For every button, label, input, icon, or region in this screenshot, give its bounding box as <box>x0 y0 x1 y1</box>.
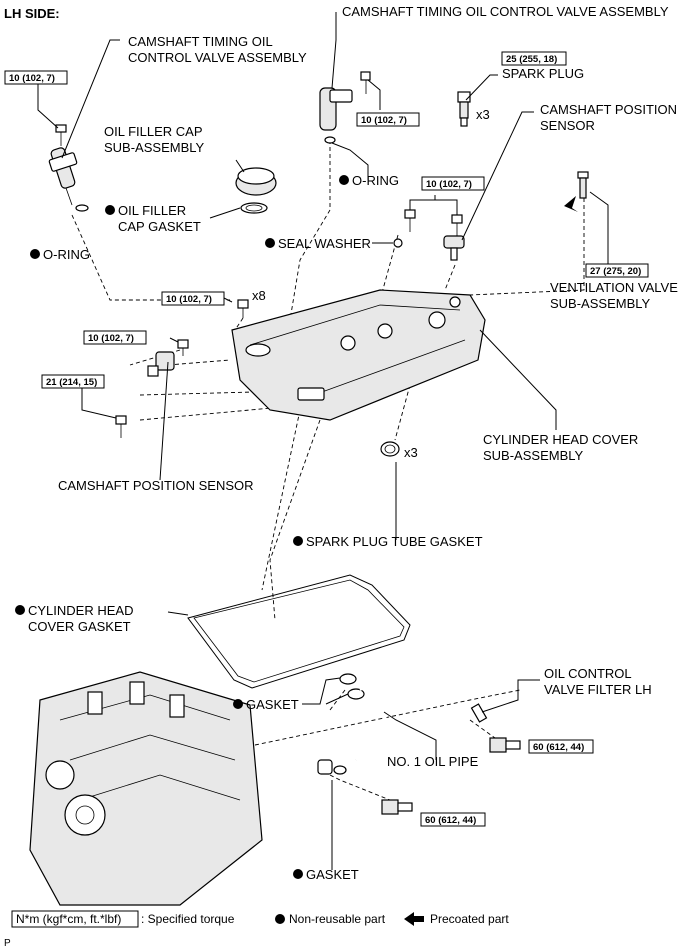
legend-nonreusable-dot <box>275 914 285 924</box>
nonreusable-dot-gasket-bottom <box>293 869 303 879</box>
ocv-left-part <box>48 147 89 212</box>
label-ocv-filter-1: OIL CONTROL <box>544 666 632 681</box>
legend: N*m (kgf*cm, ft.*lbf) : Specified torque… <box>11 910 509 928</box>
svg-text:60 (612, 44): 60 (612, 44) <box>425 815 476 826</box>
qty-spark-plug: x3 <box>476 107 490 122</box>
cover-gasket-part <box>187 574 411 689</box>
label-filler-gasket-1: OIL FILLER <box>118 203 186 218</box>
oil-pipe-part <box>355 685 390 761</box>
label-gasket-bottom: GASKET <box>306 867 359 882</box>
legend-precoated-text: Precoated part <box>430 912 509 926</box>
label-cover-gasket-2: COVER GASKET <box>28 619 131 634</box>
label-head-cover-2: SUB-ASSEMBLY <box>483 448 584 463</box>
torque-box-ocv-left: 10 (102, 7) <box>4 70 68 85</box>
torque-box-stud: 21 (214, 15) <box>41 374 105 389</box>
leader-lines <box>37 12 609 870</box>
cover-bolt-part <box>237 299 249 318</box>
bolt-ocv-left <box>55 124 67 146</box>
nonreusable-dot-gasket-mid <box>233 699 243 709</box>
legend-nonreusable-text: Non-reusable part <box>289 912 386 926</box>
label-ocv-right: CAMSHAFT TIMING OIL CONTROL VALVE ASSEMB… <box>342 4 669 19</box>
label-oil-pipe: NO. 1 OIL PIPE <box>387 754 479 769</box>
bolt-ocv-right <box>360 71 371 94</box>
ocv-filter-part <box>470 703 488 723</box>
label-filler-cap-2: SUB-ASSEMBLY <box>104 140 205 155</box>
spark-plug-part <box>457 91 471 127</box>
label-spark-plug: SPARK PLUG <box>502 66 584 81</box>
nonreusable-dot-tube-gasket <box>293 536 303 546</box>
nonreusable-dot-oring-left <box>30 249 40 259</box>
label-head-cover-1: CYLINDER HEAD COVER <box>483 432 638 447</box>
footer-code: P <box>4 938 11 949</box>
torque-box-cps-bottom: 10 (102, 7) <box>83 330 147 345</box>
tube-gasket-part <box>380 441 400 457</box>
label-filler-cap-1: OIL FILLER CAP <box>104 124 203 139</box>
nonreusable-dot-cover-gasket <box>15 605 25 615</box>
svg-text:10 (102, 7): 10 (102, 7) <box>9 73 55 84</box>
torque-box-spark-plug: 25 (255, 18) <box>501 51 567 66</box>
qty-cover-bolts: x8 <box>252 288 266 303</box>
label-vent-valve-1: VENTILATION VALVE <box>550 280 678 295</box>
nonreusable-dot-seal-washer <box>265 238 275 248</box>
svg-text:60 (612, 44): 60 (612, 44) <box>533 742 584 753</box>
label-tube-gasket: SPARK PLUG TUBE GASKET <box>306 534 483 549</box>
torque-box-cover-top: 10 (102, 7) <box>421 176 485 191</box>
union-bolt-right-part <box>489 737 521 753</box>
label-ocv-left-1: CAMSHAFT TIMING OIL <box>128 34 273 49</box>
label-cps-top-2: SENSOR <box>540 118 595 133</box>
label-oring-left: O-RING <box>43 247 90 262</box>
gasket-mid-part <box>339 673 365 700</box>
svg-text:10 (102, 7): 10 (102, 7) <box>88 333 134 344</box>
label-cps-bottom: CAMSHAFT POSITION SENSOR <box>58 478 254 493</box>
svg-text:10 (102, 7): 10 (102, 7) <box>361 115 407 126</box>
torque-box-union-right: 60 (612, 44) <box>528 739 594 754</box>
engine-block-part <box>29 671 263 906</box>
precoated-arrow <box>564 196 578 212</box>
qty-tube-gasket: x3 <box>404 445 418 460</box>
svg-text:25 (255, 18): 25 (255, 18) <box>506 54 557 65</box>
legend-torque-units: N*m (kgf*cm, ft.*lbf) <box>16 912 121 926</box>
ocv-right-part <box>319 87 353 144</box>
torque-box-ocv-right: 10 (102, 7) <box>356 112 420 127</box>
page-header: LH SIDE: <box>4 6 60 21</box>
cps-bottom-part <box>147 339 189 377</box>
torque-box-vent-valve: 27 (275, 20) <box>585 263 649 278</box>
label-oring-right: O-RING <box>352 173 399 188</box>
gasket-bottom-part <box>317 759 347 775</box>
label-cps-top-1: CAMSHAFT POSITION <box>540 102 677 117</box>
svg-text:21 (214, 15): 21 (214, 15) <box>46 377 97 388</box>
label-ocv-filter-2: VALVE FILTER LH <box>544 682 652 697</box>
nonreusable-dot-filler-gasket <box>105 205 115 215</box>
label-seal-washer: SEAL WASHER <box>278 236 371 251</box>
torque-box-cover-bolts: 10 (102, 7) <box>161 291 225 306</box>
cylinder-head-cover-part <box>231 289 486 421</box>
ventilation-valve-part <box>577 171 589 199</box>
torque-box-union-bottom: 60 (612, 44) <box>420 812 486 827</box>
stud-part <box>115 415 127 438</box>
svg-text:10 (102, 7): 10 (102, 7) <box>426 179 472 190</box>
union-bolt-bottom-part <box>381 799 413 815</box>
legend-torque-text: : Specified torque <box>141 912 235 926</box>
label-gasket-mid: GASKET <box>246 697 299 712</box>
svg-text:27 (275, 20): 27 (275, 20) <box>590 266 641 277</box>
label-cover-gasket-1: CYLINDER HEAD <box>28 603 133 618</box>
legend-torque-box <box>11 910 139 928</box>
oil-filler-cap-part <box>235 167 277 214</box>
label-filler-gasket-2: CAP GASKET <box>118 219 201 234</box>
legend-precoated-arrow <box>404 912 424 926</box>
label-vent-valve-2: SUB-ASSEMBLY <box>550 296 651 311</box>
svg-text:10 (102, 7): 10 (102, 7) <box>166 294 212 305</box>
label-ocv-left-2: CONTROL VALVE ASSEMBLY <box>128 50 307 65</box>
cps-top-part <box>443 235 465 261</box>
nonreusable-dot-oring-right <box>339 175 349 185</box>
bolts-cover-top <box>393 209 463 248</box>
